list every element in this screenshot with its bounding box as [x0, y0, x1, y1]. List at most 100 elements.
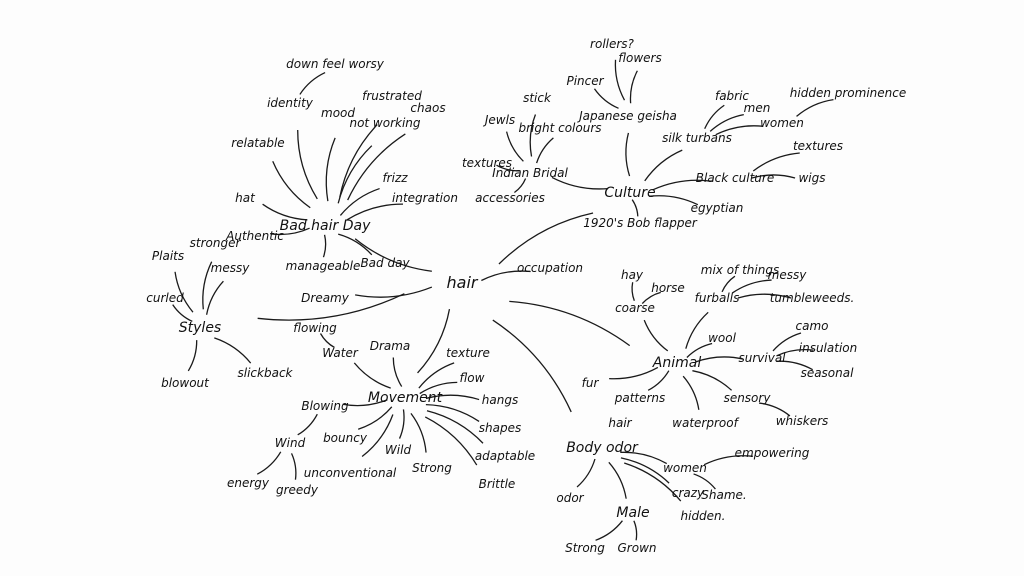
edge-wind	[297, 413, 318, 436]
node-stronger: stronger	[190, 236, 242, 250]
edge-mood	[325, 137, 336, 202]
edge-women	[715, 125, 764, 136]
edge-identity	[297, 130, 318, 200]
edge-slickback	[214, 337, 252, 364]
edge-grown	[633, 520, 638, 541]
edge-black	[652, 179, 712, 191]
edge-shame	[693, 473, 716, 490]
edge-hangs	[425, 394, 480, 401]
node-tumble: tumbleweeds.	[770, 291, 855, 305]
node-water: Water	[322, 346, 359, 360]
node-dreamy: Dreamy	[301, 291, 350, 305]
edge-occupation	[481, 270, 531, 282]
node-survival: survival	[738, 351, 786, 365]
node-men: men	[744, 101, 771, 115]
node-male: Male	[616, 505, 649, 521]
node-styles: Styles	[179, 320, 221, 336]
node-accessories: accessories	[475, 191, 545, 205]
node-textures: textures	[462, 156, 512, 170]
node-messy: messy	[211, 261, 251, 275]
node-blowing: Blowing	[301, 399, 349, 413]
edge-strong	[410, 413, 427, 453]
node-wind: Wind	[275, 436, 306, 450]
edge-curled	[172, 304, 193, 322]
edge-integration	[346, 203, 404, 221]
edge-chaos	[347, 133, 406, 201]
node-hangs: hangs	[482, 393, 518, 407]
edge-messy	[205, 280, 224, 315]
edge-wild	[398, 409, 405, 439]
edge-bright	[535, 137, 554, 164]
node-coarse: coarse	[615, 301, 655, 315]
edge-greedy	[290, 453, 297, 480]
edge-bhd	[354, 238, 432, 272]
node-textures2: textures	[793, 139, 843, 153]
node-wild: Wild	[385, 443, 412, 457]
node-movement: Movement	[368, 390, 443, 406]
node-notworking: not working	[349, 116, 420, 130]
edge-geisha	[625, 132, 631, 177]
edge-down	[299, 71, 326, 95]
node-flowing: flowing	[293, 321, 337, 335]
edge-animal	[509, 300, 631, 347]
edge-frizz	[339, 187, 380, 216]
node-hidden2: hidden.	[681, 509, 726, 523]
edge-sensory	[692, 370, 733, 391]
edge-texture	[418, 362, 455, 389]
edge-hay	[631, 282, 635, 301]
node-grown: Grown	[618, 541, 657, 555]
edge-tumble	[737, 293, 792, 299]
edge-flowing	[319, 333, 335, 349]
node-animal: Animal	[652, 355, 702, 371]
edge-water	[353, 362, 391, 389]
edge-pincer	[593, 88, 619, 109]
node-women: women	[760, 116, 804, 130]
node-badday: Bad day	[360, 256, 410, 270]
edge-culture	[498, 212, 594, 265]
node-egyptian: egyptian	[691, 201, 744, 215]
node-sensory: sensory	[724, 391, 772, 405]
edge-whiskers	[759, 402, 791, 417]
node-culture: Culture	[604, 185, 655, 201]
edge-stronger	[202, 261, 213, 310]
edge-messy2	[732, 279, 772, 294]
edge-fabric	[704, 104, 725, 130]
edge-crazy	[620, 457, 670, 484]
edge-strong2	[595, 520, 623, 541]
edge-women2	[620, 451, 668, 465]
node-shapes: shapes	[479, 421, 521, 435]
edge-camo	[772, 332, 802, 352]
edge-relatable	[272, 161, 311, 209]
edge-men	[709, 113, 744, 132]
edge-hat	[262, 203, 308, 221]
node-camo: camo	[796, 319, 829, 333]
edge-dreamy	[355, 286, 433, 298]
node-bodyhair: hair	[608, 416, 632, 430]
node-strong2: Strong	[565, 541, 605, 555]
node-integration: integration	[392, 191, 458, 205]
edge-hidden2	[624, 462, 682, 502]
edge-wigs	[751, 174, 796, 179]
node-empowering: empowering	[735, 446, 810, 460]
edge-manageable	[322, 234, 327, 258]
node-bridal: Indian Bridal	[492, 166, 568, 180]
edge-unconventional	[361, 414, 394, 458]
edge-horse	[641, 291, 661, 305]
node-rollers: rollers?	[590, 37, 635, 51]
node-jewls: Jewls	[483, 113, 515, 127]
node-chaos: chaos	[410, 101, 445, 115]
node-bright: bright colours	[518, 121, 601, 135]
edge-authentic	[270, 227, 310, 236]
node-seasonal: seasonal	[801, 366, 855, 380]
edge-movement	[417, 308, 451, 374]
node-greedy: greedy	[276, 483, 319, 497]
edge-energy	[256, 451, 282, 475]
edge-plaits	[174, 271, 194, 313]
node-occupation: occupation	[517, 261, 583, 275]
node-identity: identity	[267, 96, 314, 110]
edge-seasonal	[776, 360, 814, 371]
node-brittle: Brittle	[479, 477, 516, 491]
node-pincer: Pincer	[566, 74, 604, 88]
node-slickback: slickback	[238, 366, 294, 380]
